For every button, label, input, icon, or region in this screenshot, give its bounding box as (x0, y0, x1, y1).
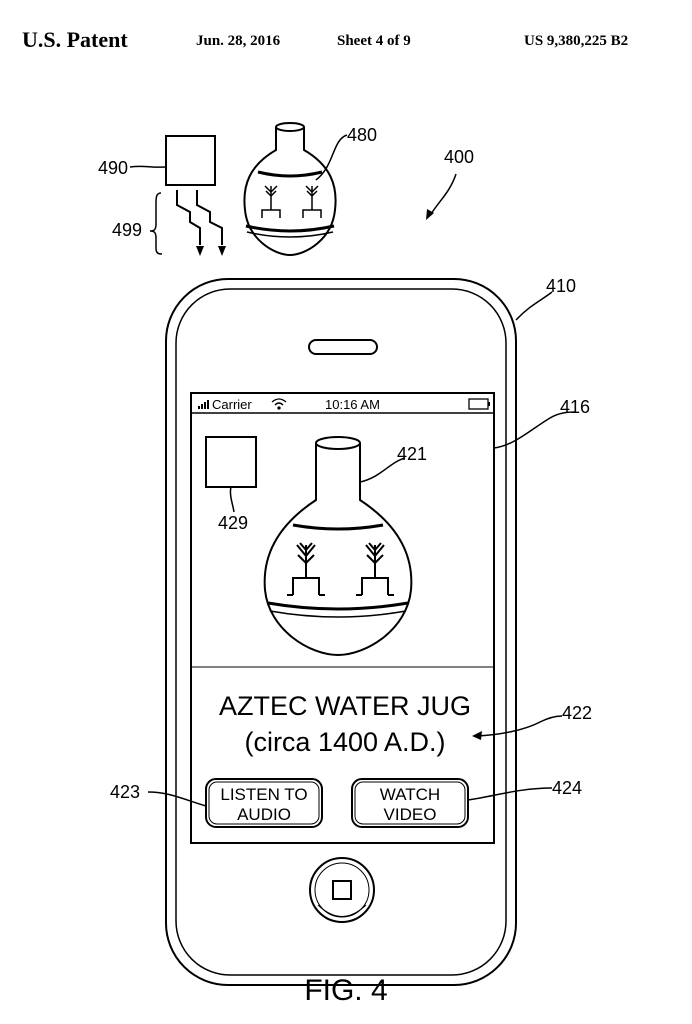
home-button-icon[interactable] (309, 857, 375, 923)
watch-button-line1: WATCH (380, 785, 440, 804)
signal-bars-icon (198, 400, 209, 409)
signal-wave-left (176, 190, 201, 245)
ref-423: 423 (110, 782, 140, 802)
leader-424 (467, 787, 553, 801)
beacon-box (165, 135, 216, 186)
ref-416: 416 (560, 397, 590, 417)
leader-416 (493, 411, 577, 449)
signal-arrow-left-icon (196, 246, 204, 256)
screen-marker-square (205, 436, 257, 488)
leader-490 (129, 165, 166, 168)
phone-speaker (308, 339, 378, 355)
header-patent-number: US 9,380,225 B2 (524, 33, 629, 49)
listen-button-line1: LISTEN TO (220, 785, 307, 804)
screen-title-line2: (circa 1400 A.D.) (244, 727, 445, 757)
phone-outer-frame (165, 278, 517, 986)
status-time: 10:16 AM (325, 397, 380, 412)
leader-410 (515, 291, 553, 321)
wifi-icon (271, 398, 287, 410)
leader-421 (359, 457, 406, 483)
ref-422: 422 (562, 703, 592, 723)
ref-410: 410 (546, 276, 576, 296)
leader-400 (430, 173, 457, 215)
watch-button-line2: VIDEO (384, 805, 437, 824)
arrow-400-icon (426, 209, 434, 220)
header-date: Jun. 28, 2016 (196, 33, 281, 49)
leader-480 (315, 134, 348, 181)
leader-422 (475, 715, 563, 737)
battery-icon (468, 398, 490, 410)
listen-to-audio-button[interactable]: LISTEN TO AUDIO (205, 778, 323, 828)
ref-490: 490 (98, 158, 128, 178)
screen-title-line1: AZTEC WATER JUG (219, 691, 471, 721)
real-jug (243, 122, 337, 257)
ref-480: 480 (347, 125, 377, 145)
ref-400: 400 (444, 147, 474, 167)
ref-424: 424 (552, 778, 582, 798)
phone-screen[interactable] (190, 392, 495, 844)
listen-button-line2: AUDIO (237, 805, 291, 824)
signal-arrow-right-icon (218, 246, 226, 256)
header-sheet: Sheet 4 of 9 (337, 33, 411, 49)
phone-inner-frame (175, 288, 507, 976)
ref-421: 421 (397, 444, 427, 464)
arrow-422-icon (472, 731, 482, 740)
leader-423 (147, 791, 207, 807)
figure-label: FIG. 4 (304, 974, 387, 1007)
header-publication: U.S. Patent (22, 27, 128, 52)
signal-waves (176, 190, 223, 245)
carrier-label: Carrier (212, 397, 252, 412)
watch-video-button[interactable]: WATCH VIDEO (351, 778, 469, 828)
leader-429 (229, 486, 235, 513)
ref-499: 499 (112, 220, 142, 240)
signals-bracket (149, 192, 163, 255)
signal-wave-right (196, 190, 223, 245)
ref-429: 429 (218, 513, 248, 533)
screen-jug-image (263, 436, 413, 657)
